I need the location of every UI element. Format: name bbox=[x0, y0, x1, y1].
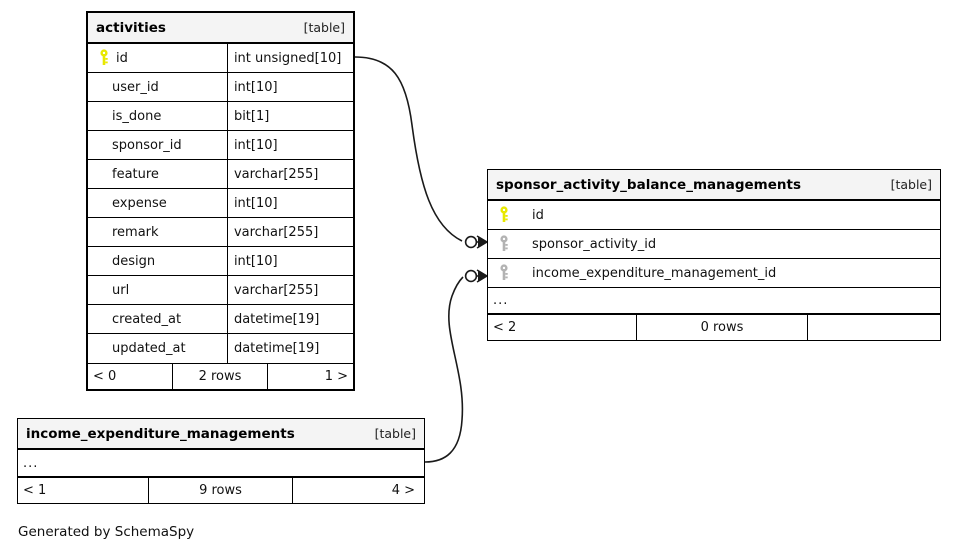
table-row[interactable]: sponsor_activity_id bbox=[488, 230, 940, 259]
table-row[interactable]: feature varchar[255] bbox=[88, 160, 353, 189]
row-count: 9 rows bbox=[148, 478, 293, 503]
column-name: sponsor_activity_id bbox=[532, 236, 657, 252]
next-page-button[interactable]: 1 > bbox=[324, 369, 348, 384]
column-name-cell: id bbox=[88, 44, 227, 72]
column-name: is_done bbox=[112, 108, 162, 124]
column-name: id bbox=[532, 207, 544, 223]
column-type: int[10] bbox=[226, 189, 353, 217]
table-row[interactable]: updated_at datetime[19] bbox=[88, 334, 353, 363]
prev-page-button[interactable]: < 1 bbox=[23, 483, 47, 498]
table-row[interactable]: sponsor_id int[10] bbox=[88, 131, 353, 160]
column-name-cell: expense bbox=[88, 189, 227, 217]
table-footer-activities: < 0 2 rows 1 > bbox=[88, 363, 353, 389]
foreign-key-icon bbox=[496, 264, 512, 282]
column-name: user_id bbox=[112, 79, 159, 95]
column-type: int[10] bbox=[226, 247, 353, 275]
table-kind-label: [table] bbox=[374, 426, 416, 441]
table-row[interactable]: user_id int[10] bbox=[88, 73, 353, 102]
table-row[interactable]: url varchar[255] bbox=[88, 276, 353, 305]
relationship-iem-to-sabm bbox=[424, 269, 488, 463]
table-title: activities bbox=[96, 19, 166, 36]
column-name-cell: remark bbox=[88, 218, 227, 246]
more-columns-indicator: ... bbox=[488, 288, 940, 314]
table-footer-iem: < 1 9 rows 4 > bbox=[18, 477, 424, 503]
row-count: 0 rows bbox=[636, 315, 808, 340]
next-page-button[interactable] bbox=[808, 315, 938, 340]
column-type: int[10] bbox=[226, 73, 353, 101]
table-sponsor-activity-balance-managements[interactable]: sponsor_activity_balance_managements [ta… bbox=[487, 169, 941, 341]
table-row[interactable]: expense int[10] bbox=[88, 189, 353, 218]
table-row[interactable]: is_done bit[1] bbox=[88, 102, 353, 131]
column-name: url bbox=[112, 282, 130, 298]
next-page-button[interactable]: 4 > bbox=[391, 483, 415, 498]
column-name: remark bbox=[112, 224, 159, 240]
table-header-sabm: sponsor_activity_balance_managements [ta… bbox=[488, 170, 940, 201]
foreign-key-icon bbox=[496, 235, 512, 253]
column-type: bit[1] bbox=[226, 102, 353, 130]
column-name: design bbox=[112, 253, 156, 269]
column-name-cell: feature bbox=[88, 160, 227, 188]
column-name: updated_at bbox=[112, 341, 186, 356]
column-name-cell: updated_at bbox=[88, 334, 227, 363]
column-name: feature bbox=[112, 166, 159, 182]
primary-key-icon bbox=[496, 206, 512, 224]
column-type: varchar[255] bbox=[226, 160, 353, 188]
column-name: sponsor_id bbox=[112, 137, 182, 153]
relationship-activities-to-sabm bbox=[354, 56, 488, 249]
column-name-cell: design bbox=[88, 247, 227, 275]
generated-by-credit: Generated by SchemaSpy bbox=[18, 524, 195, 540]
prev-page-button[interactable]: < 2 bbox=[493, 320, 517, 335]
table-activities[interactable]: activities [table] id bbox=[86, 11, 355, 391]
column-type: varchar[255] bbox=[226, 276, 353, 304]
table-row[interactable]: income_expenditure_management_id bbox=[488, 259, 940, 288]
prev-page-button[interactable]: < 0 bbox=[93, 369, 117, 384]
table-header-iem: income_expenditure_managements [table] bbox=[18, 419, 424, 450]
column-type: datetime[19] bbox=[226, 305, 353, 333]
column-name-cell: user_id bbox=[88, 73, 227, 101]
column-type: varchar[255] bbox=[226, 218, 353, 246]
table-kind-label: [table] bbox=[890, 177, 932, 192]
column-name-cell: id bbox=[488, 201, 940, 229]
column-name-cell: created_at bbox=[88, 305, 227, 333]
table-row[interactable]: created_at datetime[19] bbox=[88, 305, 353, 334]
table-income-expenditure-managements[interactable]: income_expenditure_managements [table] .… bbox=[17, 418, 425, 504]
column-type: datetime[19] bbox=[226, 334, 353, 363]
table-title: sponsor_activity_balance_managements bbox=[496, 176, 801, 193]
table-kind-label: [table] bbox=[303, 20, 345, 35]
table-row[interactable]: remark varchar[255] bbox=[88, 218, 353, 247]
table-title: income_expenditure_managements bbox=[26, 425, 295, 442]
column-name: income_expenditure_management_id bbox=[532, 265, 777, 281]
table-row[interactable]: design int[10] bbox=[88, 247, 353, 276]
table-footer-sabm: < 2 0 rows bbox=[488, 314, 940, 340]
more-columns-indicator: ... bbox=[18, 450, 424, 477]
column-name: created_at bbox=[112, 311, 182, 327]
column-list-iem: ... bbox=[18, 450, 424, 477]
primary-key-icon bbox=[96, 49, 112, 67]
table-row[interactable]: id bbox=[488, 201, 940, 230]
column-list-activities: id int unsigned[10] user_id int[10] is_d… bbox=[88, 44, 353, 363]
column-list-sabm: id sponsor_activity_id bbox=[488, 201, 940, 314]
column-type: int[10] bbox=[226, 131, 353, 159]
column-name-cell: sponsor_id bbox=[88, 131, 227, 159]
table-row[interactable]: id int unsigned[10] bbox=[88, 44, 353, 73]
row-count: 2 rows bbox=[172, 364, 268, 389]
column-name-cell: sponsor_activity_id bbox=[488, 230, 940, 258]
column-name: expense bbox=[112, 195, 167, 211]
column-name: id bbox=[116, 50, 128, 66]
column-name-cell: url bbox=[88, 276, 227, 304]
column-name-cell: income_expenditure_management_id bbox=[488, 259, 940, 287]
column-name-cell: is_done bbox=[88, 102, 227, 130]
table-header-activities: activities [table] bbox=[88, 13, 353, 44]
column-type: int unsigned[10] bbox=[226, 44, 353, 72]
